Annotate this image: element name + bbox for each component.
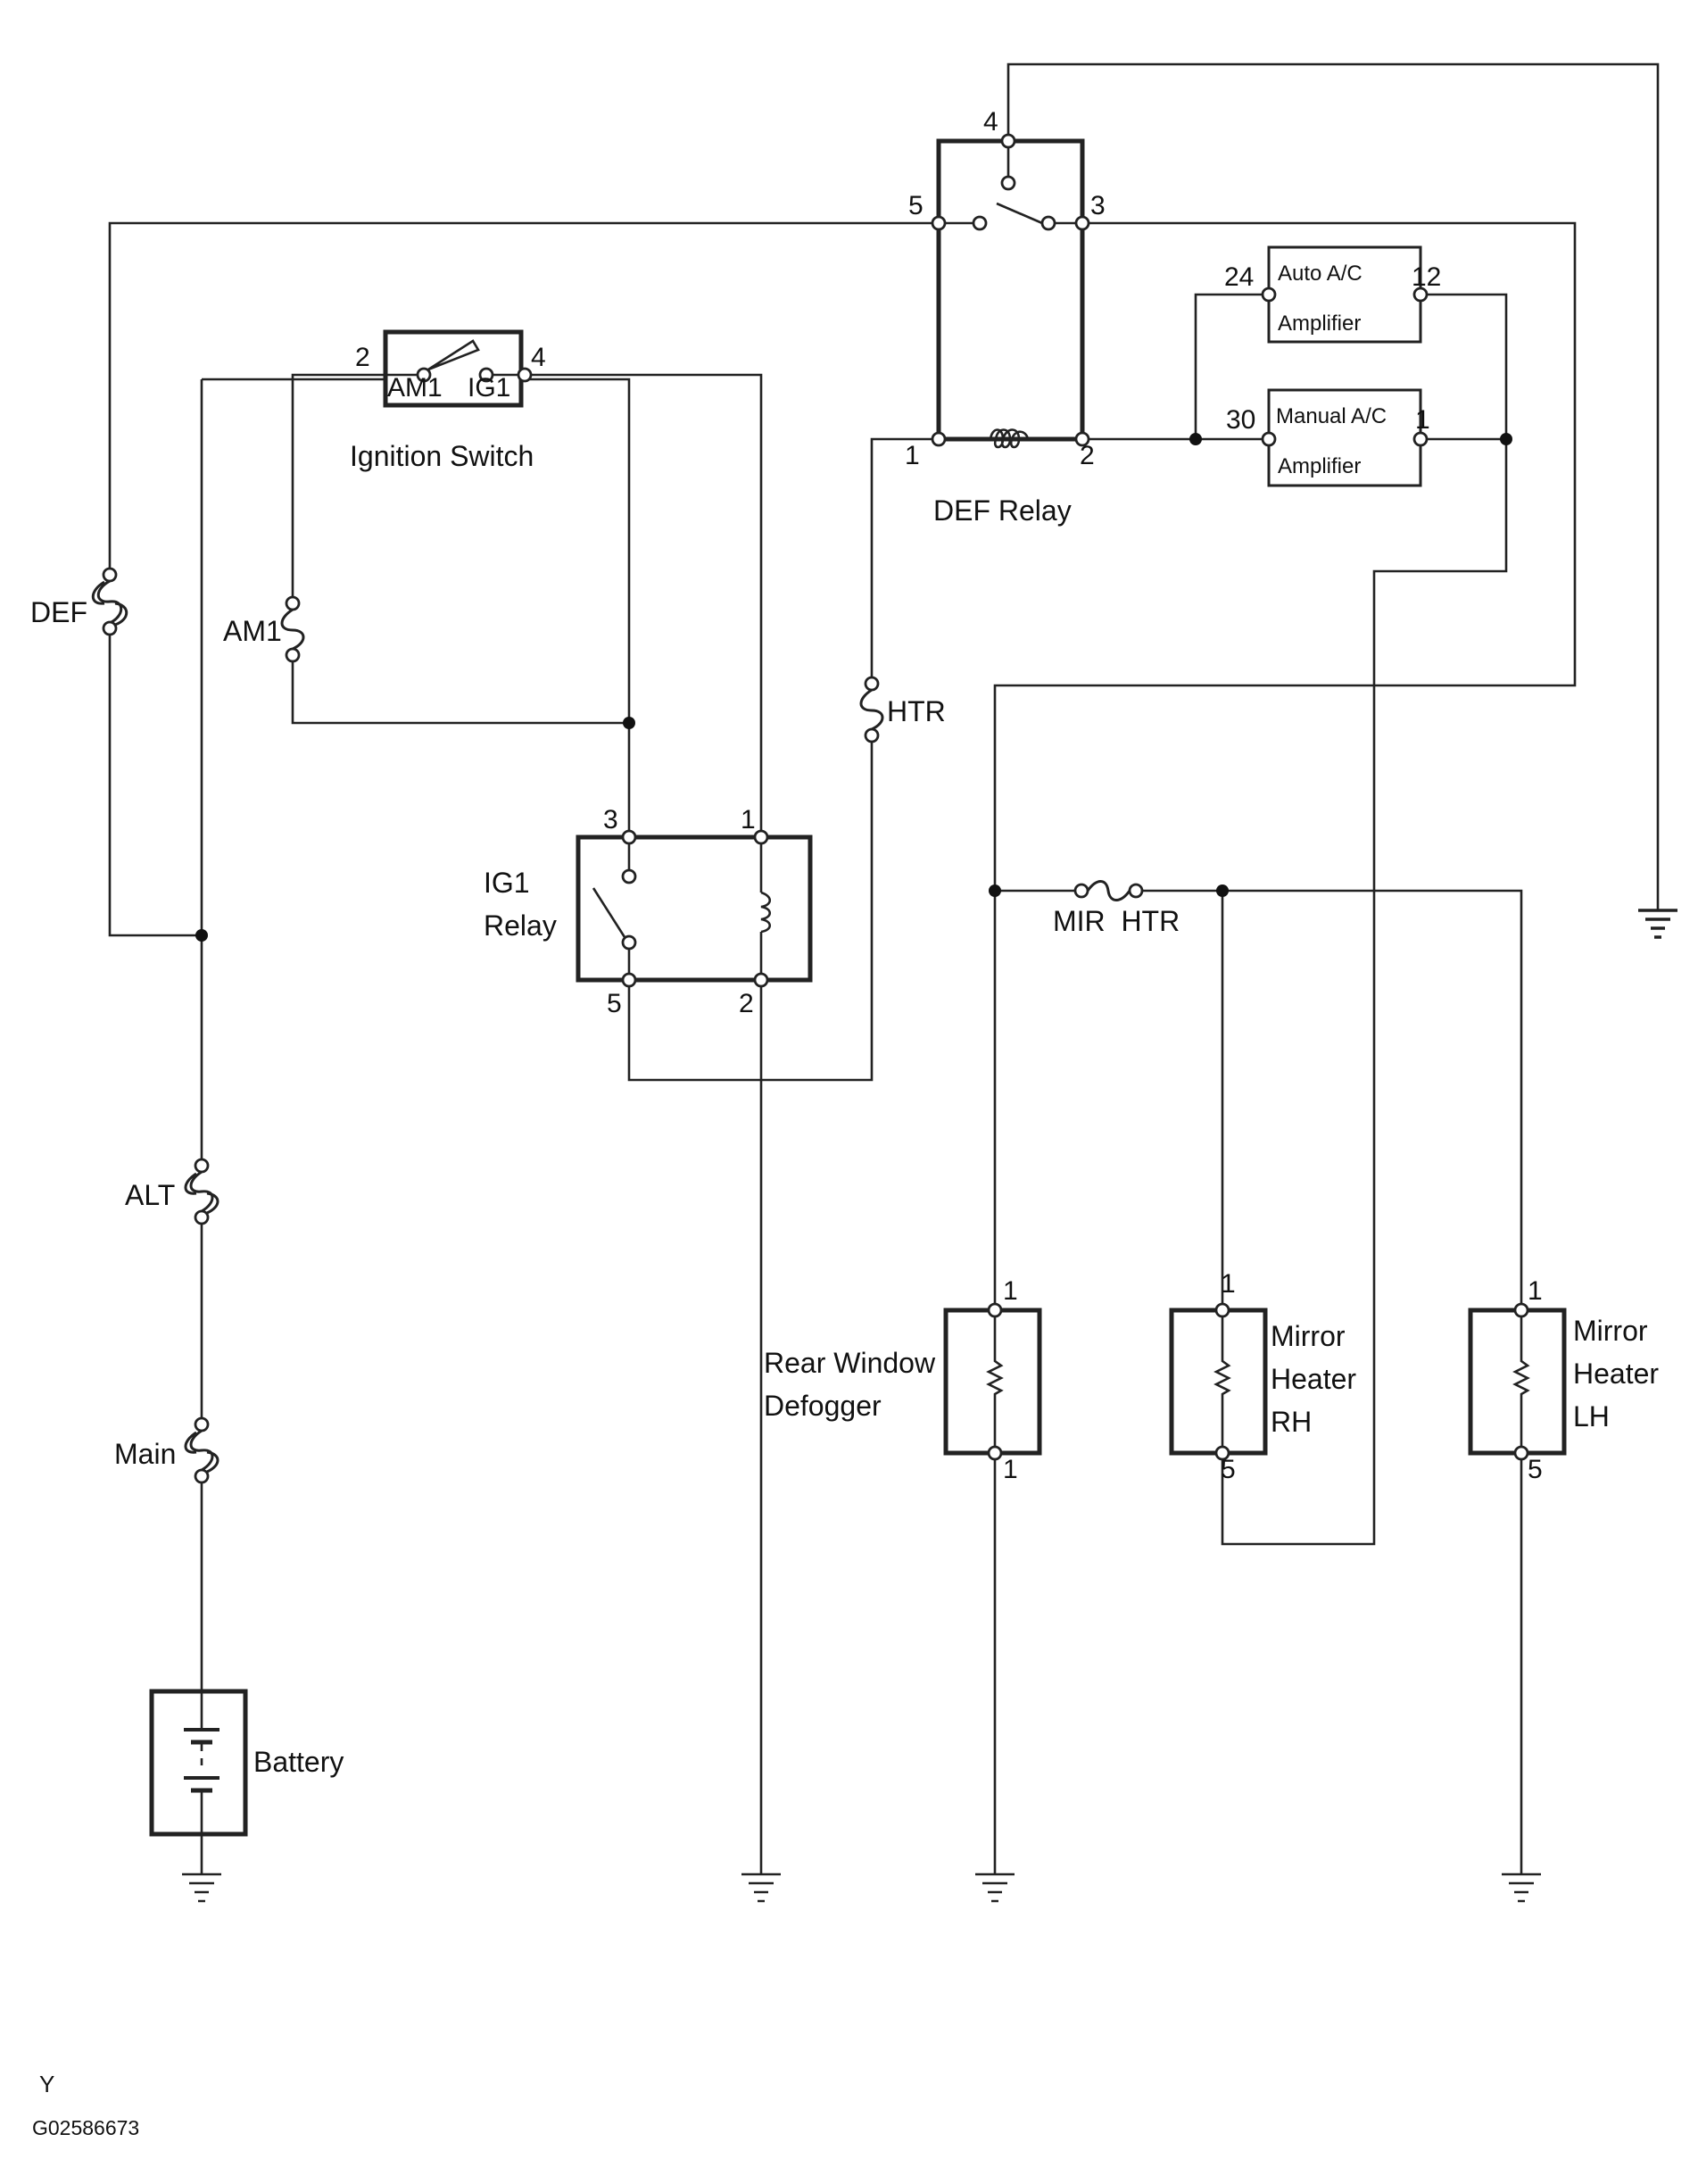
wire-ig1-5-to-htr-fuse — [627, 739, 874, 1082]
ig1-relay-pin-3: 3 — [603, 805, 618, 835]
am1-fuse-label: AM1 — [223, 615, 282, 647]
wire-mirror-rh-5-to-auto-amp-12 — [1221, 293, 1508, 1546]
mirror-heater-lh-pin-bottom: 5 — [1528, 1455, 1543, 1484]
ig1-relay-pin-5: 5 — [607, 989, 622, 1018]
wire-def-relay-5-to-def-fuse — [108, 221, 932, 569]
junction-defogger-bus — [989, 884, 1001, 897]
mirror-heater-rh-label-line2: Heater — [1271, 1363, 1356, 1395]
mirror-heater-rh-pin-top: 1 — [1221, 1269, 1236, 1299]
junction-amp-right — [1500, 433, 1512, 445]
manual-ac-amplifier-label-line1: Manual A/C — [1276, 404, 1387, 428]
wires — [108, 62, 1660, 1874]
ignition-switch-label: Ignition Switch — [350, 440, 534, 472]
rear-window-defogger — [943, 1302, 1042, 1461]
wire-def-relay-3-to-defogger-bus — [993, 221, 1577, 891]
junction-am1 — [623, 717, 635, 729]
manual-ac-amplifier — [1261, 388, 1429, 487]
ignition-ig1-contact-label: IG1 — [468, 373, 510, 403]
footer-letter: Y — [39, 2071, 54, 2097]
rear-window-defogger-label-line2: Defogger — [764, 1390, 882, 1422]
ig1-relay-pin-1: 1 — [741, 805, 756, 835]
auto-ac-amplifier-label-line2: Amplifier — [1278, 311, 1361, 336]
def-relay — [931, 133, 1090, 449]
def-relay-label: DEF Relay — [933, 494, 1072, 527]
battery — [149, 1689, 248, 1837]
mirror-heater-rh-label-line1: Mirror — [1271, 1320, 1346, 1352]
def-fuse-label: DEF — [30, 596, 87, 628]
fuse-htr — [859, 676, 884, 743]
ig1-relay-label-line2: Relay — [484, 909, 557, 942]
auto-ac-amplifier-label-line1: Auto A/C — [1278, 262, 1363, 286]
junctions — [195, 433, 1512, 942]
main-fuse-label: Main — [114, 1438, 176, 1470]
auto-ac-amplifier-pin-12: 12 — [1412, 262, 1441, 292]
htr-fuse-label: HTR — [887, 695, 946, 727]
wire-junction-to-am1-fuse — [291, 660, 629, 725]
mir-htr-fuse-label: MIR HTR — [1053, 905, 1180, 937]
auto-ac-amplifier — [1261, 245, 1429, 344]
manual-ac-amplifier-pin-1: 1 — [1415, 405, 1430, 435]
rear-window-defogger-label-line1: Rear Window — [764, 1347, 936, 1379]
wire-htr-fuse-to-def-relay-1 — [870, 437, 939, 678]
ig1-relay-pin-2: 2 — [739, 989, 754, 1018]
fuse-def — [91, 567, 128, 636]
manual-ac-amplifier-pin-30: 30 — [1226, 405, 1255, 435]
auto-ac-amplifier-pin-24: 24 — [1224, 262, 1254, 292]
fuse-alt — [184, 1158, 219, 1225]
junction-amp-left — [1189, 433, 1202, 445]
def-relay-pin-1: 1 — [905, 441, 920, 470]
manual-ac-amplifier-label-line2: Amplifier — [1278, 454, 1361, 478]
mirror-heater-rh-pin-bottom: 5 — [1221, 1455, 1236, 1484]
mirror-heater-lh-label-line3: LH — [1573, 1400, 1610, 1432]
mirror-heater-rh — [1169, 1302, 1268, 1461]
ignition-switch — [373, 329, 533, 408]
def-relay-pin-2: 2 — [1080, 441, 1095, 470]
ignition-pin-2: 2 — [355, 343, 370, 372]
alt-fuse-label: ALT — [125, 1179, 175, 1211]
fuse-am1 — [280, 595, 305, 663]
ground-def-relay — [1638, 909, 1677, 939]
junction-main-bus — [195, 929, 208, 942]
def-relay-pin-5: 5 — [908, 191, 924, 220]
mirror-heater-rh-label-line3: RH — [1271, 1406, 1312, 1438]
wire-ignition-4-to-ig1-1 — [525, 373, 763, 837]
wire-am1-fuse-to-ignition-2 — [291, 373, 373, 598]
ground-ig1-relay — [741, 1873, 781, 1903]
mirror-heater-lh — [1468, 1302, 1567, 1461]
wire-mir-htr-to-mirror-lh — [1142, 889, 1523, 1310]
fuse-mir-htr — [1073, 880, 1144, 901]
ignition-am1-contact-label: AM1 — [387, 373, 443, 403]
ground-mirror-lh — [1502, 1873, 1541, 1903]
wire-bus-to-ig1-relay-3 — [202, 378, 631, 723]
ignition-pin-4: 4 — [531, 343, 546, 372]
ig1-relay-label-line1: IG1 — [484, 867, 530, 899]
junction-mirror-rh — [1216, 884, 1229, 897]
battery-label: Battery — [253, 1746, 344, 1778]
mirror-heater-lh-label-line2: Heater — [1573, 1358, 1659, 1390]
ground-battery — [182, 1873, 221, 1903]
rear-window-defogger-pin-bottom: 1 — [1003, 1455, 1018, 1484]
rear-window-defogger-pin-top: 1 — [1003, 1276, 1018, 1306]
def-relay-pin-4: 4 — [983, 107, 998, 137]
fuse-main — [184, 1416, 219, 1484]
mirror-heater-lh-pin-top: 1 — [1528, 1276, 1543, 1306]
ground-rear-defogger — [975, 1873, 1015, 1903]
mirror-heater-lh-label-line1: Mirror — [1573, 1315, 1648, 1347]
def-relay-pin-3: 3 — [1090, 191, 1106, 220]
wire-def-relay-4-to-ground — [1006, 62, 1660, 910]
footer-code: G02586673 — [32, 2116, 139, 2139]
ig1-relay — [576, 829, 813, 988]
wire-def-fuse-to-main-junction — [108, 634, 202, 937]
wire-junction-to-auto-amp-24 — [1194, 293, 1274, 439]
